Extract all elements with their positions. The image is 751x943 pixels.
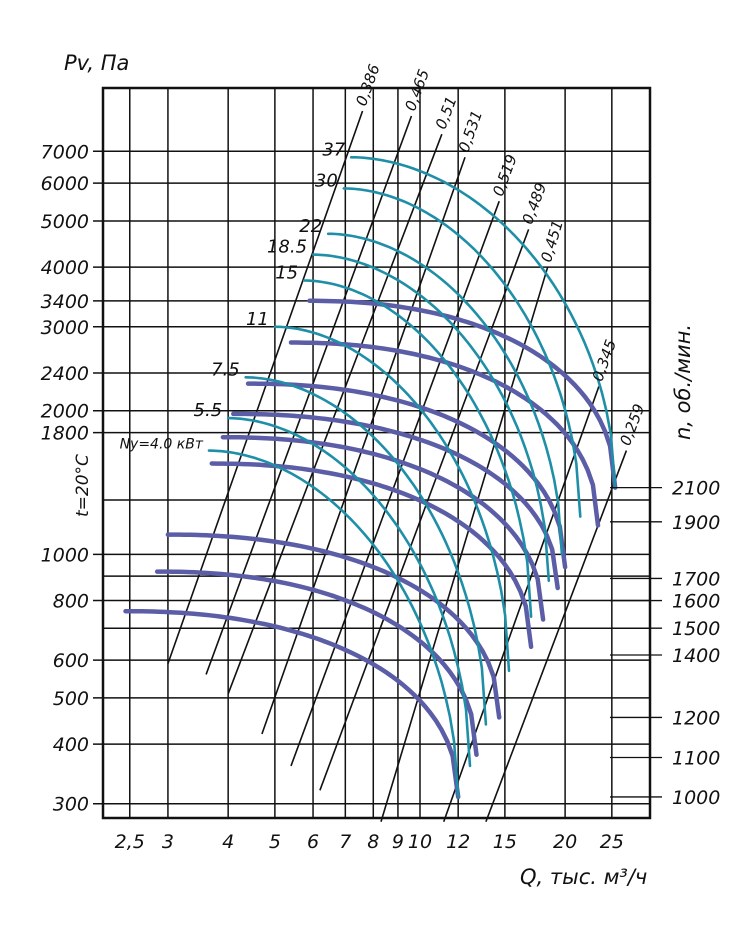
x-tick-label: 4 <box>222 831 234 853</box>
power-label: 7.5 <box>211 359 240 380</box>
efficiency-label: 0,345 <box>589 337 620 384</box>
efficiency-label: 0,489 <box>518 180 550 227</box>
power-curve <box>302 279 533 618</box>
efficiency-line <box>485 450 628 823</box>
speed-label: 1700 <box>672 568 720 590</box>
y-axis-title: Pv, Па <box>64 51 129 75</box>
x-tick-label: 8 <box>367 831 379 853</box>
power-curve <box>244 376 488 726</box>
power-label: 37 <box>322 139 345 160</box>
power-curve <box>273 325 511 673</box>
speed-curve <box>307 298 618 490</box>
efficiency-label: 0,519 <box>489 152 521 199</box>
efficiency-label: 0,51 <box>432 94 461 132</box>
efficiency-label: 0,386 <box>352 62 383 108</box>
efficiency-line <box>380 266 549 822</box>
x-tick-label: 5 <box>269 831 281 853</box>
speed-label: 1200 <box>672 707 720 729</box>
x-tick-label: 6 <box>307 831 319 853</box>
y-tick-label: 2400 <box>41 363 89 385</box>
power-curve <box>226 416 472 768</box>
x-tick-label: 12 <box>446 831 470 853</box>
y-tick-label: 2000 <box>41 401 89 423</box>
power-curve <box>207 449 460 799</box>
temperature-label: t=20°C <box>73 454 93 517</box>
x-tick-label: 9 <box>392 831 404 853</box>
x-tick-label: 10 <box>408 831 432 853</box>
efficiency-line <box>205 115 413 675</box>
power-curve <box>311 253 551 583</box>
efficiency-line <box>319 229 530 791</box>
efficiency-label: 0,451 <box>537 218 567 264</box>
x-tick-label: 20 <box>553 831 577 853</box>
speed-label: 1000 <box>672 787 720 809</box>
power-label: 11 <box>246 309 269 330</box>
efficiency-label: 0,465 <box>401 67 433 114</box>
speed-label: 2100 <box>672 478 720 500</box>
efficiency-line <box>227 133 443 695</box>
y-tick-label: 3000 <box>41 317 89 339</box>
y-tick-label: 7000 <box>41 141 89 163</box>
y-tick-label: 3400 <box>41 291 89 313</box>
power-curve <box>326 232 564 556</box>
power-label: 5.5 <box>194 400 223 421</box>
x-axis-title: Q, тыс. м³/ч <box>520 865 647 889</box>
plot-frame <box>101 86 652 820</box>
x-tick-label: 7 <box>339 831 351 853</box>
y-tick-label: 6000 <box>41 173 89 195</box>
power-label: Ny=4.0 кВт <box>120 437 204 453</box>
y-tick-label: 1000 <box>41 544 89 566</box>
power-curves-layer <box>207 156 617 799</box>
y-tick-label: 400 <box>53 734 89 756</box>
speed-curve <box>231 411 560 591</box>
x-tick-label: 3 <box>162 831 174 853</box>
speed-label: 1600 <box>672 591 720 613</box>
y-tick-label: 4000 <box>41 257 89 279</box>
right-axis-title: n, об./мин. <box>671 324 695 440</box>
power-label: 15 <box>275 263 298 284</box>
efficiency-label: 0,259 <box>616 401 648 448</box>
speed-curve <box>245 381 568 570</box>
power-curve <box>349 156 617 489</box>
speed-curve <box>165 532 502 720</box>
efficiency-line <box>261 156 466 735</box>
y-tick-label: 500 <box>53 688 89 710</box>
y-tick-label: 800 <box>53 591 89 613</box>
efficiency-label: 0,531 <box>455 108 486 154</box>
x-tick-label: 2,5 <box>115 831 145 853</box>
power-label: 18.5 <box>267 237 307 258</box>
speed-label: 1400 <box>672 645 720 667</box>
x-tick-label: 15 <box>493 831 517 853</box>
y-tick-label: 5000 <box>41 211 89 233</box>
speed-label: 1100 <box>672 747 720 769</box>
efficiency-line <box>290 200 500 767</box>
y-tick-label: 1800 <box>41 423 89 445</box>
speed-curve <box>220 434 546 622</box>
efficiency-lines-layer <box>167 110 628 823</box>
power-label: 22 <box>299 216 322 237</box>
power-curve <box>342 187 582 518</box>
y-tick-label: 300 <box>53 794 89 816</box>
speed-label: 1500 <box>672 618 720 640</box>
speed-curve <box>123 608 461 800</box>
x-tick-label: 25 <box>600 831 624 853</box>
speed-curve <box>209 461 534 650</box>
power-label: 30 <box>315 170 338 191</box>
speed-curve <box>154 569 479 757</box>
speed-label: 1900 <box>672 512 720 534</box>
y-tick-label: 600 <box>53 650 89 672</box>
